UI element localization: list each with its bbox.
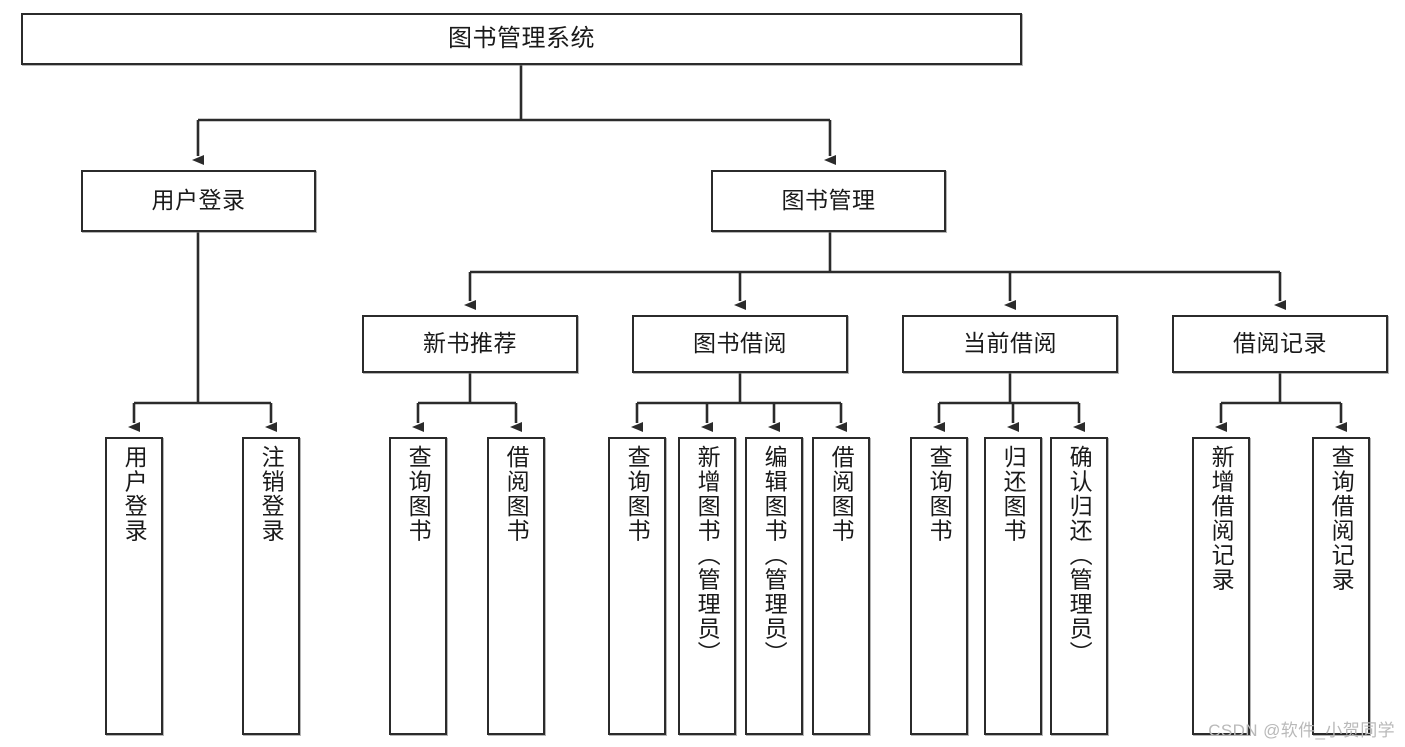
node-book-borrow-label: 图书借阅	[693, 330, 787, 357]
node-root[interactable]: 图书管理系统	[21, 13, 1022, 65]
leaf-query-book-newbook-label: 查询图书	[405, 445, 432, 543]
leaf-query-book-current[interactable]: 查询图书	[910, 437, 968, 735]
leaf-query-book-borrow[interactable]: 查询图书	[608, 437, 666, 735]
node-new-book-recommend[interactable]: 新书推荐	[362, 315, 578, 373]
leaf-logout-label: 注销登录	[258, 445, 285, 543]
node-user-login[interactable]: 用户登录	[81, 170, 316, 232]
node-borrow-record-label: 借阅记录	[1233, 330, 1327, 357]
leaf-user-login[interactable]: 用户登录	[105, 437, 163, 735]
leaf-return-book[interactable]: 归还图书	[984, 437, 1042, 735]
leaf-query-book-newbook[interactable]: 查询图书	[389, 437, 447, 735]
node-root-label: 图书管理系统	[448, 24, 595, 52]
leaf-add-book-admin-label: 新增图书（管理员）	[694, 445, 721, 666]
node-book-management-label: 图书管理	[781, 187, 876, 214]
leaf-confirm-return-admin[interactable]: 确认归还（管理员）	[1050, 437, 1108, 735]
leaf-borrow-book-newbook[interactable]: 借阅图书	[487, 437, 545, 735]
node-user-login-label: 用户登录	[151, 187, 246, 214]
node-current-borrow[interactable]: 当前借阅	[902, 315, 1118, 373]
leaf-borrow-book-newbook-label: 借阅图书	[503, 445, 530, 543]
leaf-query-borrow-record-label: 查询借阅记录	[1328, 445, 1355, 592]
leaf-logout[interactable]: 注销登录	[242, 437, 300, 735]
node-book-management[interactable]: 图书管理	[711, 170, 946, 232]
leaf-query-borrow-record[interactable]: 查询借阅记录	[1312, 437, 1370, 735]
leaf-confirm-return-admin-label: 确认归还（管理员）	[1066, 445, 1093, 666]
node-new-book-recommend-label: 新书推荐	[423, 330, 517, 357]
node-current-borrow-label: 当前借阅	[963, 330, 1057, 357]
node-borrow-record[interactable]: 借阅记录	[1172, 315, 1388, 373]
leaf-borrow-book-label: 借阅图书	[828, 445, 855, 543]
leaf-query-book-borrow-label: 查询图书	[624, 445, 651, 543]
leaf-user-login-label: 用户登录	[121, 445, 148, 543]
leaf-add-borrow-record-label: 新增借阅记录	[1208, 445, 1235, 592]
leaf-add-book-admin[interactable]: 新增图书（管理员）	[678, 437, 736, 735]
leaf-borrow-book[interactable]: 借阅图书	[812, 437, 870, 735]
leaf-query-book-current-label: 查询图书	[926, 445, 953, 543]
leaf-return-book-label: 归还图书	[1000, 445, 1027, 543]
node-book-borrow[interactable]: 图书借阅	[632, 315, 848, 373]
leaf-add-borrow-record[interactable]: 新增借阅记录	[1192, 437, 1250, 735]
leaf-edit-book-admin-label: 编辑图书（管理员）	[761, 445, 788, 666]
leaf-edit-book-admin[interactable]: 编辑图书（管理员）	[745, 437, 803, 735]
